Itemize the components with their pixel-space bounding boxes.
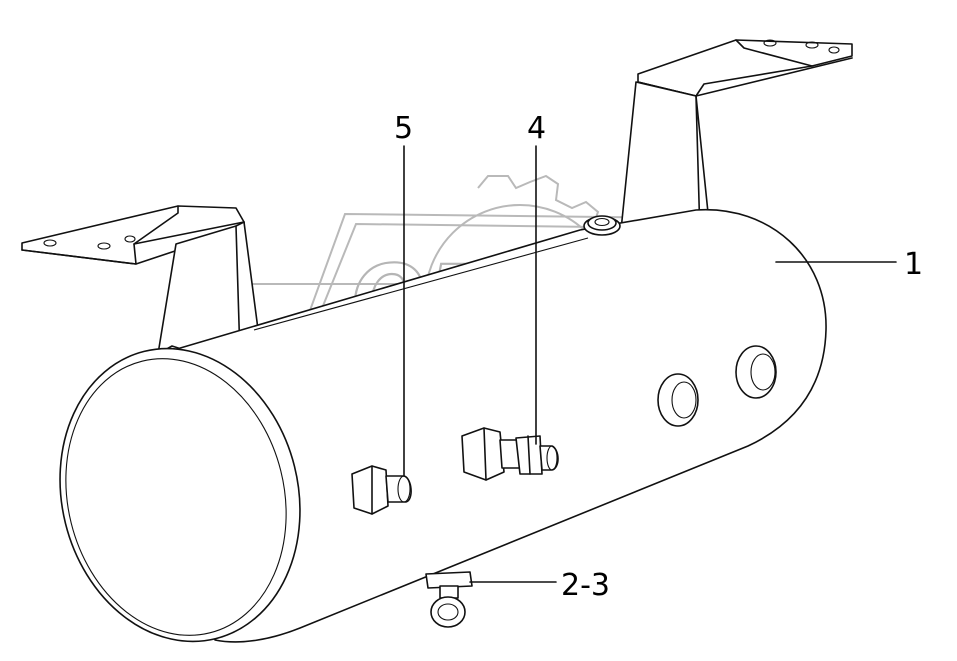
drain-valve-part-2-3: [425, 571, 473, 628]
side-plug-right-1: [657, 373, 699, 427]
tank-end-cap: [59, 347, 301, 643]
callout-label-part-2-3: 2-3: [561, 568, 610, 603]
callout-label-part-5: 5: [394, 111, 413, 146]
air-tank-body: [59, 208, 827, 643]
fitting-part-4: [461, 427, 559, 481]
right-mounting-bracket: [619, 39, 853, 241]
top-boss-fitting: [583, 215, 621, 236]
callout-label-part-1: 1: [904, 247, 923, 282]
callout-leaders: [403, 145, 897, 583]
left-mounting-bracket: [21, 205, 263, 363]
side-plug-right-2: [735, 345, 777, 399]
callout-label-part-4: 4: [527, 111, 546, 146]
fitting-part-5: [351, 465, 412, 515]
